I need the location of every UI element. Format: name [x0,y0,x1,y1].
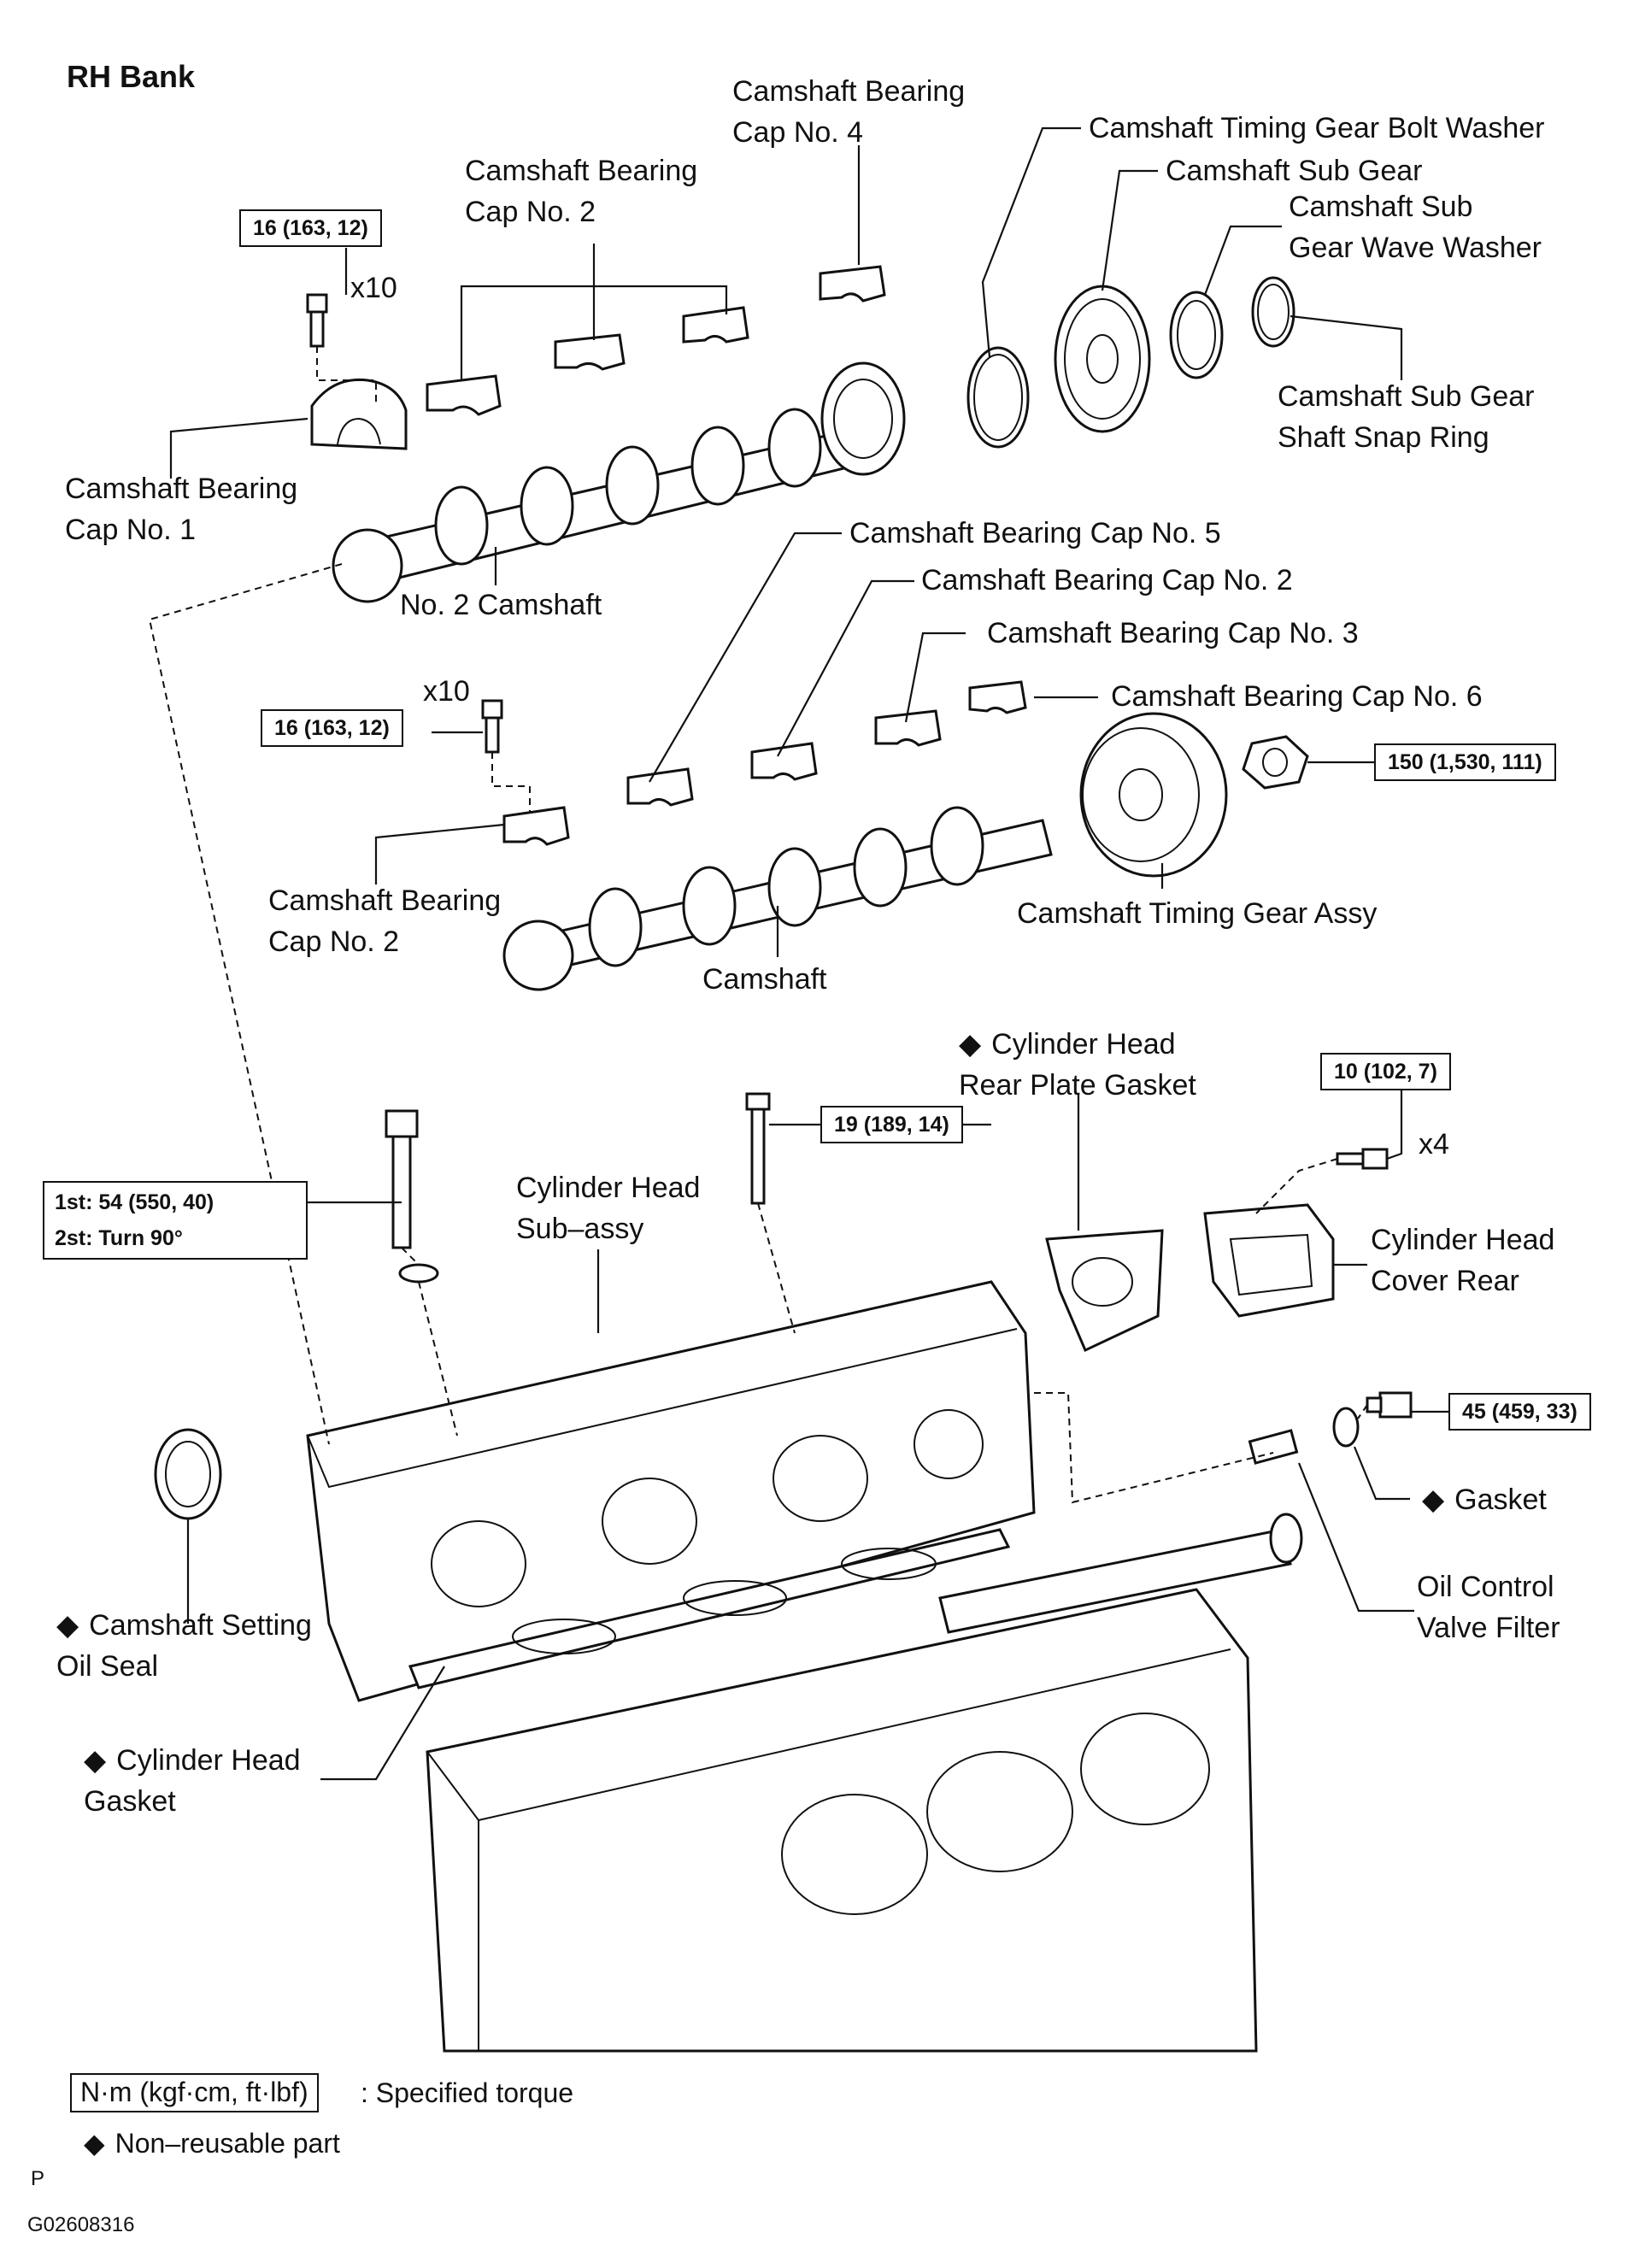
label-cam-bearing-cap-no2-top: Camshaft Bearing Cap No. 2 [465,155,698,228]
bearing-cap-shape [626,767,694,807]
camshaft-shape [502,806,1053,991]
label-cam-bearing-cap-no3: Camshaft Bearing Cap No. 3 [987,617,1359,649]
label-cam-sub-gear: Camshaft Sub Gear [1166,155,1423,187]
bearing-cap-shape [874,709,942,747]
cap-bolt-shape [481,699,503,754]
bearing-cap-shape [968,680,1027,714]
bearing-cap-no1-shape [310,378,408,450]
label-cam-timing-gear-bolt-washer: Camshaft Timing Gear Bolt Washer [1089,112,1545,144]
label-cyl-head-rear-plate-gasket: ◆Cylinder Head Rear Plate Gasket [959,1028,1196,1102]
label-cam-bearing-cap-no6: Camshaft Bearing Cap No. 6 [1111,680,1483,713]
label-cam-sub-gear-wave-washer: Camshaft Sub Gear Wave Washer [1289,191,1542,264]
bearing-cap-shape [554,333,626,371]
rear-plate-gasket-shape [1045,1229,1164,1353]
leader-lines [169,126,1448,1781]
bearing-cap-shape [750,742,818,781]
footer-code: G02608316 [27,2213,135,2236]
assembly-lines [148,346,1368,1504]
torque-gear-nut: 150 (1,530, 111) [1374,743,1556,781]
no2-camshaft-shape [332,361,906,603]
gasket-shape [1332,1407,1360,1448]
cover-bolt-shape [1336,1148,1389,1170]
legend-torque-text: : Specified torque [361,2077,574,2108]
label-cam-setting-oil-seal: ◆Camshaft Setting Oil Seal [56,1609,312,1683]
label-cyl-head-gasket: ◆Cylinder Head Gasket [84,1744,301,1818]
engine-block-shape [426,1513,1303,2053]
cylinder-head-shape [306,1280,1036,1702]
label-cam-sub-gear-shaft-snap-ring: Camshaft Sub Gear Shaft Snap Ring [1278,380,1535,454]
label-cyl-head-sub-assy: Cylinder Head Sub–assy [516,1172,701,1245]
label-cam-timing-gear-assy: Camshaft Timing Gear Assy [1017,897,1378,930]
small-bolt-shape [745,1092,771,1205]
sub-gear-shape [1054,285,1151,433]
oil-seal-shape [154,1428,222,1520]
torque-head-bolt: 1st: 54 (550, 40) 2st: Turn 90° [43,1181,308,1260]
label-camshaft: Camshaft [702,963,827,996]
timing-gear-assy-shape [1079,712,1228,878]
count-mid-bolts: x10 [423,675,470,708]
label-oil-control-valve-filter: Oil Control Valve Filter [1417,1571,1560,1644]
label-gasket: ◆Gasket [1422,1484,1547,1516]
label-cam-bearing-cap-no1: Camshaft Bearing Cap No. 1 [65,473,298,546]
label-cam-bearing-cap-no2-mid: Camshaft Bearing Cap No. 2 [921,564,1293,596]
bearing-cap-shape [502,806,570,846]
label-cam-bearing-cap-no2-low: Camshaft Bearing Cap No. 2 [268,884,502,958]
plug-shape [1366,1391,1413,1419]
torque-head-bolt-step1: 1st: 54 (550, 40) [55,1190,214,1214]
legend-torque-unit: N·m (kgf·cm, ft·lbf) [70,2073,319,2112]
label-cyl-head-cover-rear: Cylinder Head Cover Rear [1371,1224,1555,1297]
diagram-title: RH Bank [67,59,196,94]
torque-cover-rear-bolts: 10 (102, 7) [1320,1053,1451,1090]
torque-plug: 45 (459, 33) [1448,1393,1591,1431]
torque-head-small-bolt: 19 (189, 14) [820,1106,963,1143]
cover-rear-shape [1203,1203,1335,1318]
label-cam-bearing-cap-no5: Camshaft Bearing Cap No. 5 [849,517,1221,549]
snap-ring-shape [1251,276,1295,348]
torque-head-bolt-step2: 2st: Turn 90° [55,1226,183,1250]
head-bolt-shape [385,1109,419,1249]
head-washer-shape [398,1263,439,1284]
bearing-cap-shape [819,265,886,303]
head-gasket-shape [408,1528,1011,1689]
label-cam-bearing-cap-no4: Camshaft Bearing Cap No. 4 [732,75,966,149]
count-cover-bolts: x4 [1419,1128,1449,1160]
count-top-bolts: x10 [350,272,397,304]
label-no2-camshaft: No. 2 Camshaft [400,589,602,621]
filter-shape [1248,1429,1299,1465]
torque-cap-bolts-mid: 16 (163, 12) [261,709,403,747]
bearing-cap-shape [682,306,749,344]
cap-bolt-shape [306,293,328,348]
footer-letter: P [31,2167,45,2190]
torque-cap-bolts-top: 16 (163, 12) [239,209,382,247]
bearing-cap-shape [426,374,502,416]
legend-nonreusable: ◆Non–reusable part [84,2128,340,2159]
wave-washer-shape [1169,291,1224,379]
bolt-washer-shape [966,346,1030,449]
gear-nut-shape [1242,735,1309,790]
